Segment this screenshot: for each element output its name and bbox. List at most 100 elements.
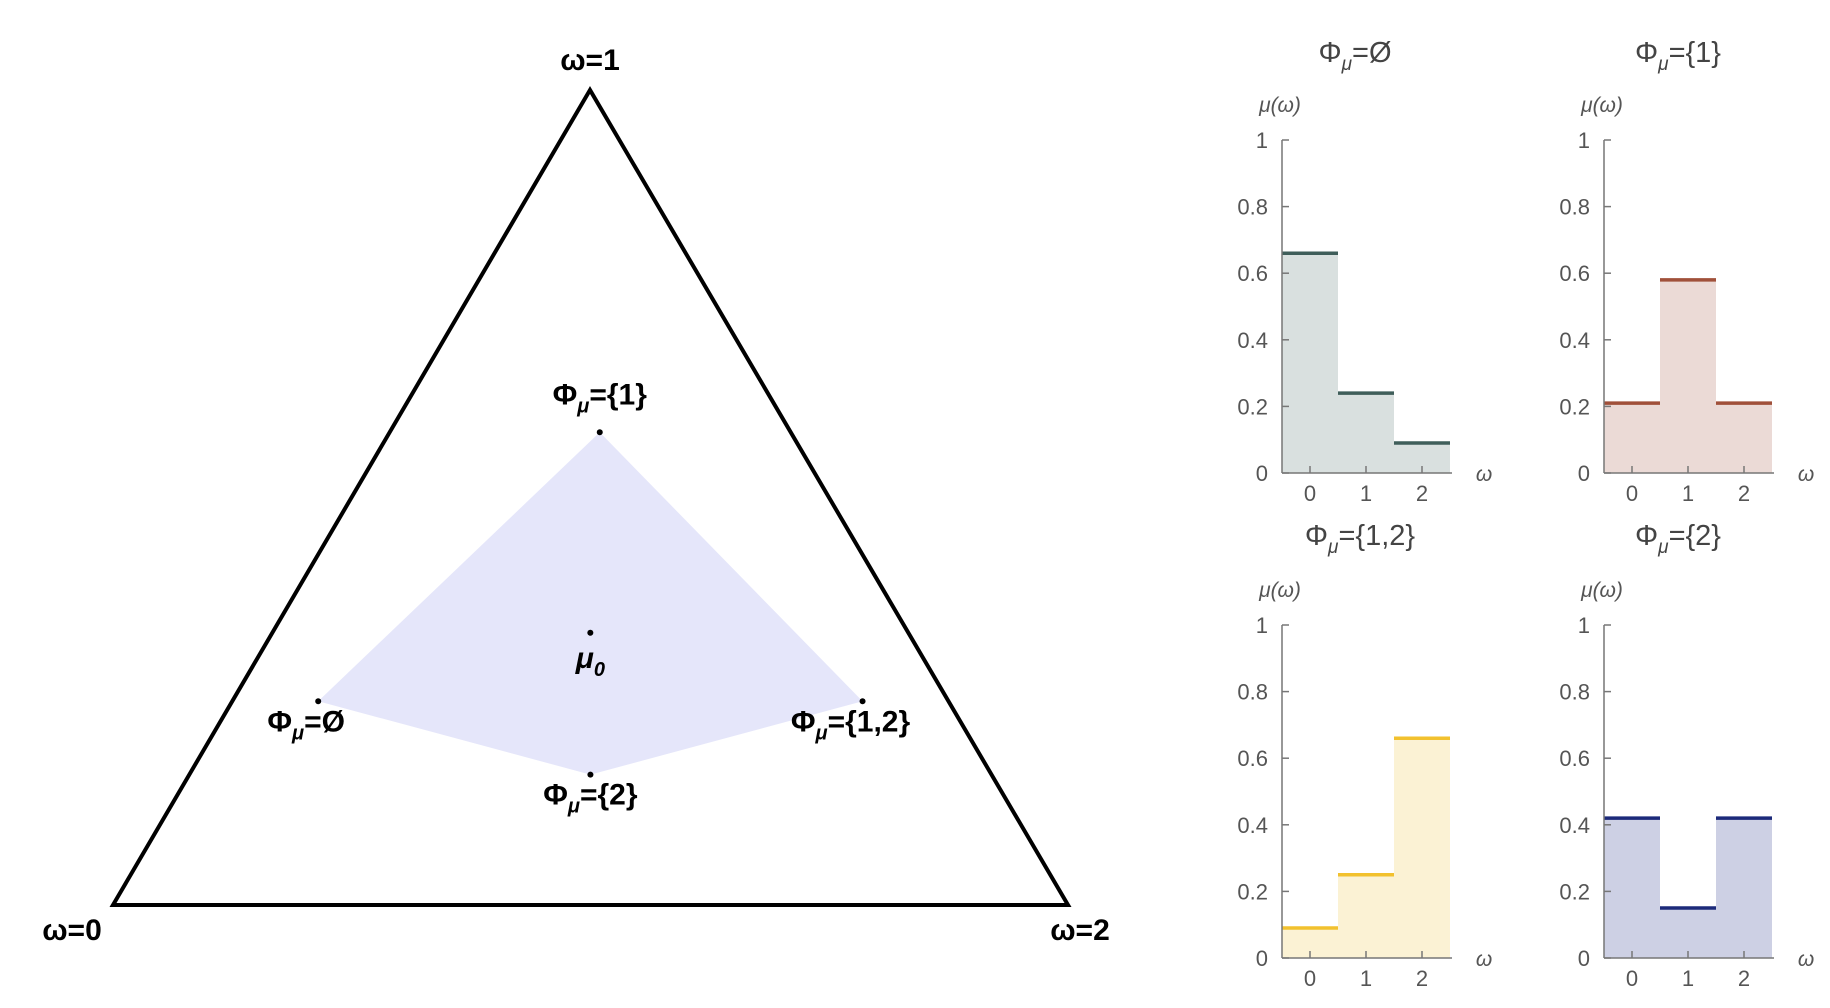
x-axis-title: ω bbox=[1476, 948, 1492, 971]
y-axis-title: μ(ω) bbox=[1580, 579, 1623, 602]
label-sub: μ bbox=[291, 722, 304, 744]
title-main: Φ bbox=[1305, 520, 1328, 552]
label-sub: μ bbox=[576, 395, 589, 417]
y-tick-label: 0.8 bbox=[1237, 680, 1268, 705]
title-rest: ={2} bbox=[1669, 520, 1722, 552]
label-sub: μ bbox=[815, 722, 828, 744]
y-tick-label: 0 bbox=[1578, 946, 1590, 971]
x-tick-label: 1 bbox=[1682, 966, 1694, 991]
y-tick-label: 0.6 bbox=[1237, 746, 1268, 771]
point-mu0 bbox=[587, 629, 594, 636]
y-tick-label: 0.4 bbox=[1237, 813, 1268, 838]
y-tick-label: 0.4 bbox=[1559, 328, 1590, 353]
point-label-phi12: Φμ={1,2} bbox=[791, 705, 911, 744]
x-tick-label: 2 bbox=[1738, 481, 1750, 506]
bar-2 bbox=[1716, 818, 1772, 958]
y-tick-label: 0.4 bbox=[1237, 328, 1268, 353]
y-tick-label: 0.8 bbox=[1559, 680, 1590, 705]
x-tick-label: 0 bbox=[1626, 966, 1638, 991]
x-tick-label: 2 bbox=[1738, 966, 1750, 991]
vertex-label-w0: ω=0 bbox=[42, 914, 102, 947]
point-label-phi1: Φμ={1} bbox=[553, 378, 648, 417]
x-axis-title: ω bbox=[1798, 948, 1814, 971]
label-sub: 0 bbox=[594, 659, 605, 681]
x-axis-title: ω bbox=[1798, 463, 1814, 486]
y-tick-label: 0.2 bbox=[1559, 394, 1590, 419]
bar-1 bbox=[1660, 279, 1716, 473]
point-phi12 bbox=[859, 698, 866, 705]
label-rest: =Ø bbox=[304, 705, 345, 738]
y-tick-label: 0.8 bbox=[1237, 195, 1268, 220]
y-tick-label: 0.6 bbox=[1559, 746, 1590, 771]
vertex-label-w2: ω=2 bbox=[1050, 914, 1110, 947]
y-tick-label: 1 bbox=[1578, 613, 1590, 638]
panel-title: Φμ={1,2} bbox=[1305, 520, 1415, 558]
label-rest: ={1} bbox=[589, 378, 647, 411]
y-tick-label: 0.4 bbox=[1559, 813, 1590, 838]
title-rest: ={1} bbox=[1669, 37, 1722, 69]
y-tick-label: 0 bbox=[1256, 461, 1268, 486]
x-tick-label: 0 bbox=[1304, 481, 1316, 506]
title-main: Φ bbox=[1635, 520, 1658, 552]
x-axis-title: ω bbox=[1476, 463, 1492, 486]
panel-title: Φμ={1} bbox=[1635, 37, 1721, 75]
y-tick-label: 0.6 bbox=[1237, 261, 1268, 286]
y-tick-label: 0 bbox=[1256, 946, 1268, 971]
bar-1 bbox=[1660, 908, 1716, 958]
panel-1: Φμ={1} μ(ω) 0 0.2 0.4 0.6 0.8 1 0 1 2 ω bbox=[1559, 37, 1814, 506]
y-tick-label: 1 bbox=[1256, 613, 1268, 638]
point-phi2 bbox=[587, 771, 594, 778]
y-tick-label: 0.8 bbox=[1559, 195, 1590, 220]
point-label-phiEmpty: Φμ=Ø bbox=[267, 705, 345, 744]
title-sub: μ bbox=[1341, 54, 1353, 75]
title-main: Φ bbox=[1318, 37, 1341, 69]
title-rest: =Ø bbox=[1352, 37, 1392, 69]
bar-0 bbox=[1282, 253, 1338, 473]
bar-1 bbox=[1338, 393, 1394, 473]
x-tick-label: 0 bbox=[1626, 481, 1638, 506]
y-tick-label: 0.2 bbox=[1237, 394, 1268, 419]
bar-1 bbox=[1338, 874, 1394, 958]
label-main: μ bbox=[575, 642, 594, 675]
label-main: Φ bbox=[267, 705, 292, 738]
vertex-label-w1: ω=1 bbox=[560, 44, 620, 77]
title-sub: μ bbox=[1327, 537, 1339, 558]
point-label-mu0: μ0 bbox=[575, 642, 605, 681]
label-rest: ={1,2} bbox=[828, 705, 911, 738]
y-tick-label: 0.2 bbox=[1559, 879, 1590, 904]
title-sub: μ bbox=[1657, 54, 1669, 75]
bar-0 bbox=[1604, 818, 1660, 958]
belief-region bbox=[318, 432, 863, 775]
bar-0 bbox=[1604, 403, 1660, 473]
label-main: Φ bbox=[791, 705, 816, 738]
label-sub: μ bbox=[567, 796, 580, 818]
label-rest: ={2} bbox=[580, 779, 638, 812]
x-tick-label: 0 bbox=[1304, 966, 1316, 991]
x-tick-label: 1 bbox=[1682, 481, 1694, 506]
simplex-triangle bbox=[109, 86, 1072, 907]
y-tick-label: 0 bbox=[1578, 461, 1590, 486]
bar-2 bbox=[1394, 738, 1450, 958]
x-tick-label: 2 bbox=[1416, 481, 1428, 506]
label-main: Φ bbox=[553, 378, 578, 411]
panel-title: Φμ=Ø bbox=[1318, 37, 1391, 75]
y-axis-title: μ(ω) bbox=[1258, 94, 1301, 117]
y-axis-title: μ(ω) bbox=[1258, 579, 1301, 602]
y-tick-label: 1 bbox=[1578, 128, 1590, 153]
point-phiEmpty bbox=[315, 698, 322, 705]
y-tick-label: 0.6 bbox=[1559, 261, 1590, 286]
y-axis-title: μ(ω) bbox=[1580, 94, 1623, 117]
point-phi1 bbox=[596, 429, 603, 436]
label-main: Φ bbox=[543, 779, 568, 812]
y-tick-label: 0.2 bbox=[1237, 879, 1268, 904]
title-sub: μ bbox=[1657, 537, 1669, 558]
bar-2 bbox=[1716, 403, 1772, 473]
y-tick-label: 1 bbox=[1256, 128, 1268, 153]
panel-title: Φμ={2} bbox=[1635, 520, 1721, 558]
title-rest: ={1,2} bbox=[1338, 520, 1415, 552]
